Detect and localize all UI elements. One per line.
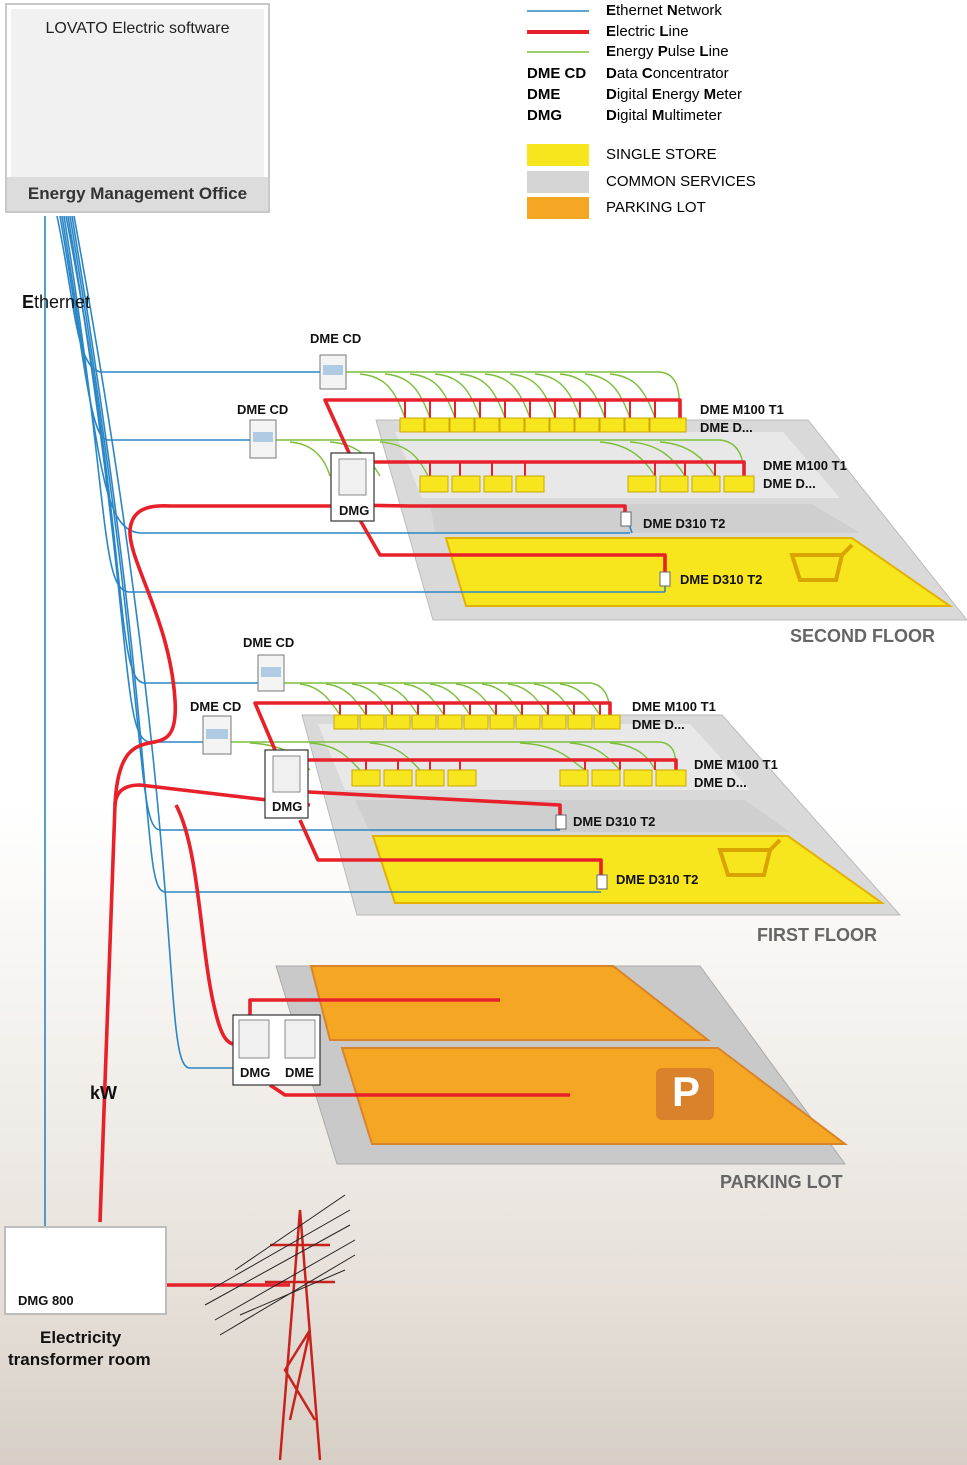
common-meter-label: DME D310 T2 xyxy=(643,516,726,531)
meter-row-label: DME D... xyxy=(763,476,816,491)
parking-sign-icon: P xyxy=(672,1068,701,1115)
single-store-swatch xyxy=(527,144,589,166)
meter-row-label: DME M100 T1 xyxy=(700,402,784,417)
meter-row-label: DME M100 T1 xyxy=(632,699,716,714)
transformer-caption-line2: transformer room xyxy=(8,1350,151,1369)
common-meter-label: DME D310 T2 xyxy=(573,814,656,829)
store-meter-label: DME D310 T2 xyxy=(616,872,699,887)
abbrev-key: DMG xyxy=(527,107,562,124)
parking-lot-swatch xyxy=(527,197,589,219)
meter-row-label: DME D... xyxy=(700,420,753,435)
area-label: SINGLE STORE xyxy=(606,146,717,163)
office-label: Energy Management Office xyxy=(7,177,268,211)
legend-pulse-label: Energy Pulse Line xyxy=(606,43,729,60)
electric-lines xyxy=(98,398,746,1287)
legend-electric-label: Electric Line xyxy=(606,23,689,40)
area-label: COMMON SERVICES xyxy=(606,173,756,190)
abbrev-text: Digital Multimeter xyxy=(606,107,722,124)
parking-dmg-label: DMG xyxy=(240,1065,271,1080)
dme-cd-label: DME CD xyxy=(243,635,295,650)
ethernet-line-swatch xyxy=(527,10,589,12)
transformer-caption-line1: Electricity xyxy=(40,1328,122,1347)
abbrev-text: Data Concentrator xyxy=(606,65,729,82)
dme-cd-label: DME CD xyxy=(237,402,289,417)
parking-area-lower xyxy=(340,1047,848,1145)
first-floor-store-area xyxy=(371,835,886,904)
transformer-room-box xyxy=(4,1226,167,1315)
dme-cd-label: DME CD xyxy=(190,699,242,714)
abbrev-key: DME CD xyxy=(527,65,587,82)
meter-drops xyxy=(339,400,716,770)
meter-row-label: DME D... xyxy=(694,775,747,790)
area-label: PARKING LOT xyxy=(606,199,706,216)
meter-row-label: DME M100 T1 xyxy=(763,458,847,473)
second-floor-row2-tiles xyxy=(419,475,755,493)
abbrev-text: Digital Energy Meter xyxy=(606,86,742,103)
second-floor-row1-tiles xyxy=(399,417,687,433)
dmg-800-label: DMG 800 xyxy=(18,1293,74,1308)
first-floor-common-area xyxy=(355,800,790,832)
second-floor-title: SECOND FLOOR xyxy=(790,626,936,646)
common-services-swatch xyxy=(527,171,589,193)
abbrev-key: DME xyxy=(527,86,561,103)
legend-ethernet-label: Ethernet Network xyxy=(606,2,722,19)
power-pylon-icon xyxy=(265,1209,335,1461)
parking-area-upper xyxy=(309,965,711,1041)
parking-sign-bg xyxy=(656,1068,714,1120)
pulse-line-swatch xyxy=(527,51,589,53)
parking-lot-title: PARKING LOT xyxy=(720,1172,843,1192)
dme-cd-label: DME CD xyxy=(310,331,362,346)
second-floor-common-area xyxy=(430,504,860,533)
small-meters xyxy=(555,511,671,890)
meter-row-label: DME M100 T1 xyxy=(694,757,778,772)
pylon-wires xyxy=(204,1194,356,1336)
meter-tiles xyxy=(333,417,755,787)
ethernet-label: Ethernet xyxy=(22,292,91,312)
cart-icon-second-floor xyxy=(789,543,854,582)
meter-row-label: DME D... xyxy=(632,717,685,732)
cart-icon-first-floor xyxy=(717,838,782,877)
first-floor-title: FIRST FLOOR xyxy=(757,925,877,945)
dmg-boxes xyxy=(29,452,375,1285)
software-title: LOVATO Electric software xyxy=(45,20,230,37)
first-floor-row1-tiles xyxy=(333,714,621,730)
electric-line-swatch xyxy=(527,30,589,34)
dmg-label: DMG xyxy=(272,799,303,814)
store-meter-label: DME D310 T2 xyxy=(680,572,763,587)
first-floor-row2-tiles xyxy=(351,769,687,787)
kw-label: kW xyxy=(90,1083,117,1103)
office-panel xyxy=(11,9,264,177)
energy-management-office: LOVATO Electric software Energy Manageme… xyxy=(5,3,270,213)
dmg-label: DMG xyxy=(339,503,370,518)
parking-dme-label: DME xyxy=(285,1065,314,1080)
